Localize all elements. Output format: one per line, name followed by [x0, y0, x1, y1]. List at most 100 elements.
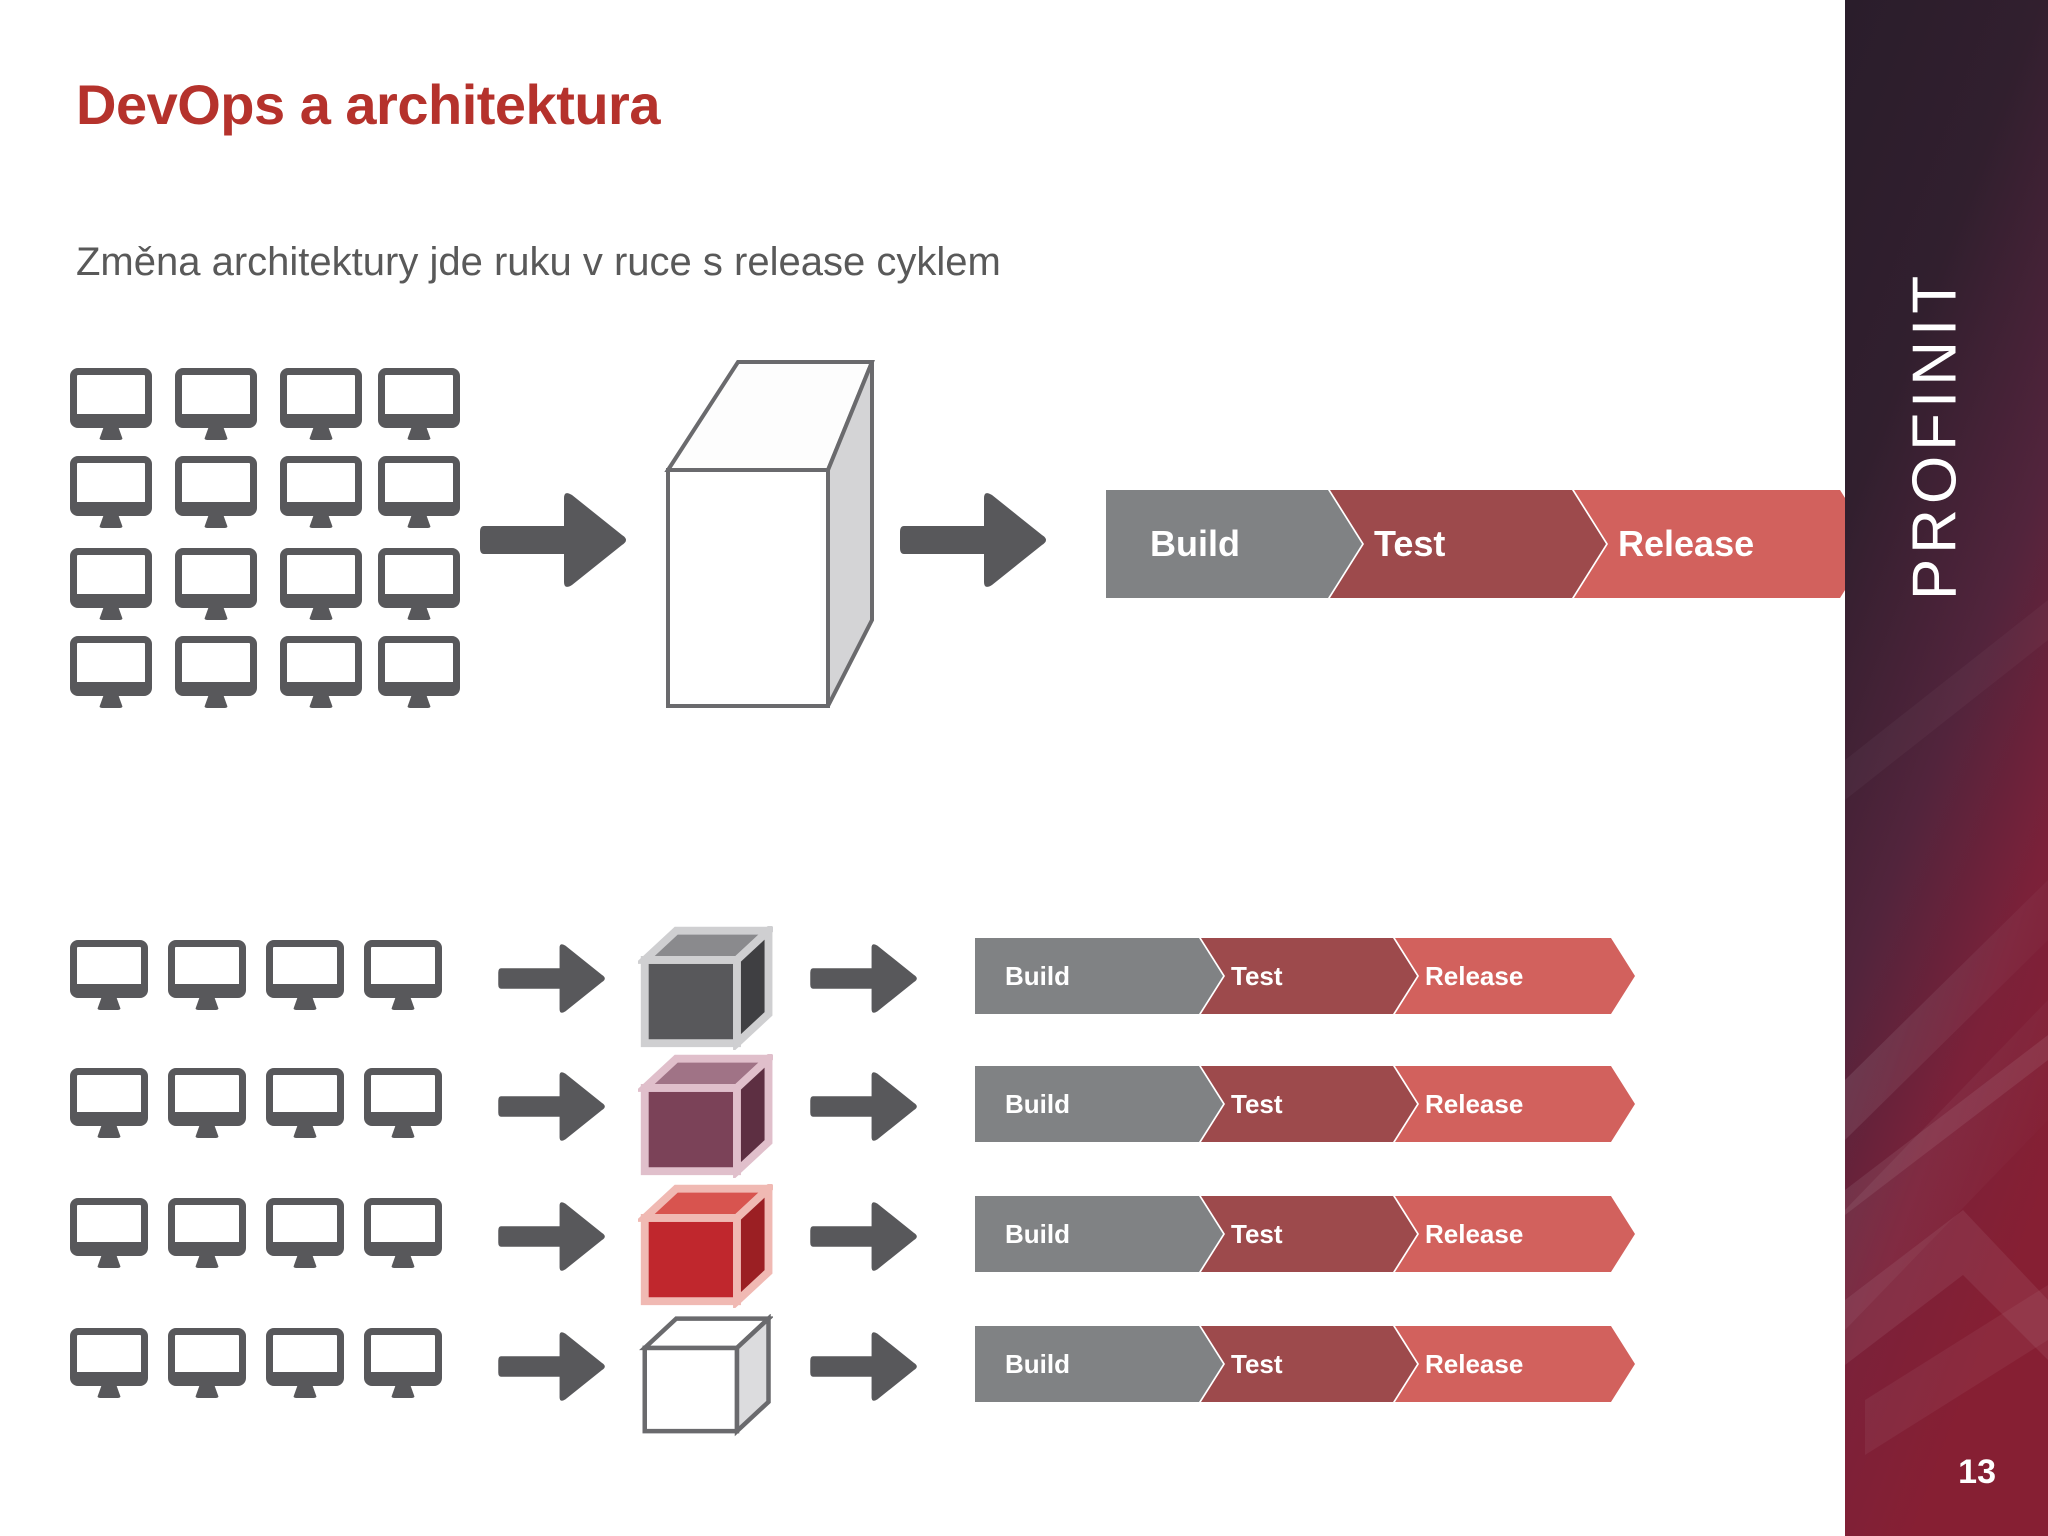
monitor-stand	[97, 1386, 121, 1398]
monitor-base-bar	[180, 682, 252, 696]
pipeline-stage-release[interactable]: Release	[1395, 1326, 1635, 1402]
monitor-stand	[97, 1126, 121, 1138]
monitor-stand	[293, 998, 317, 1010]
architecture-row: Build Test Release	[0, 1184, 1845, 1308]
monitor-base-bar	[383, 594, 455, 608]
monitor-icon	[168, 1198, 246, 1268]
pipeline-stage-release[interactable]: Release	[1574, 490, 1874, 598]
monitor-base-bar	[369, 1372, 437, 1386]
monitor-stand	[99, 516, 123, 528]
monitor-icon	[364, 1068, 442, 1138]
page-number: 13	[1958, 1453, 1996, 1491]
monitor-stand	[309, 608, 333, 620]
pipeline-stage-test[interactable]: Test	[1201, 1326, 1417, 1402]
monitor-stand	[99, 608, 123, 620]
arrow-icon-row-left	[498, 1070, 608, 1143]
monitor-base-bar	[180, 594, 252, 608]
monitor-stand	[99, 428, 123, 440]
monitor-icon	[280, 368, 362, 440]
pipeline-stage-label: Build	[1005, 1348, 1070, 1379]
pipeline-stage-build[interactable]: Build	[975, 1066, 1223, 1142]
arrow-icon-top-1	[480, 490, 630, 590]
monitor-icon	[70, 456, 152, 528]
monitor-icon	[280, 636, 362, 708]
monitor-base-bar	[75, 414, 147, 428]
monitor-stand	[195, 1126, 219, 1138]
brand-sidebar: PROFINIT 13	[1845, 0, 2048, 1536]
monitor-icon	[266, 1328, 344, 1398]
monitor-icon	[378, 368, 460, 440]
pipeline-stage-build[interactable]: Build	[975, 938, 1223, 1014]
pipeline-stage-label: Build	[1005, 1218, 1070, 1249]
pipeline-stage-build[interactable]: Build	[1106, 490, 1362, 598]
brand-name: PROFINIT	[1900, 270, 1970, 601]
pipeline-stage-release[interactable]: Release	[1395, 1196, 1635, 1272]
architecture-row: Build Test Release	[0, 1314, 1845, 1438]
arrow-icon-top-2	[900, 490, 1050, 590]
pipeline-stage-label: Build	[1150, 523, 1240, 564]
monitor-icon	[168, 940, 246, 1010]
pipeline-stage-test[interactable]: Test	[1201, 1196, 1417, 1272]
pipeline-stage-test[interactable]: Test	[1201, 938, 1417, 1014]
monitor-icon	[70, 1328, 148, 1398]
monitor-base-bar	[75, 682, 147, 696]
monitor-icon	[266, 1068, 344, 1138]
pipeline-stage-label: Test	[1231, 960, 1283, 991]
pipeline-stage-release[interactable]: Release	[1395, 938, 1635, 1014]
pipeline-stage-release[interactable]: Release	[1395, 1066, 1635, 1142]
monitor-stand	[97, 998, 121, 1010]
pipeline-top: Build Test Release	[1106, 490, 1874, 598]
monitor-icon	[70, 636, 152, 708]
monitor-icon	[70, 940, 148, 1010]
pipeline-stage-test[interactable]: Test	[1330, 490, 1606, 598]
pipeline-row: Build Test Release	[975, 938, 1705, 1014]
arrow-icon-row-left	[498, 1330, 608, 1403]
monitor-stand	[195, 998, 219, 1010]
monitor-base-bar	[285, 594, 357, 608]
monitor-base-bar	[285, 502, 357, 516]
monitor-base-bar	[75, 594, 147, 608]
monitor-base-bar	[271, 984, 339, 998]
monitor-icon	[70, 1068, 148, 1138]
monitor-stand	[204, 516, 228, 528]
monitor-stand	[204, 696, 228, 708]
monitor-base-bar	[285, 682, 357, 696]
pipeline-stage-test[interactable]: Test	[1201, 1066, 1417, 1142]
arrow-icon-row-left	[498, 1200, 608, 1273]
cube-red-icon	[638, 1184, 773, 1308]
monitor-icon	[364, 940, 442, 1010]
monitor-icon	[70, 368, 152, 440]
monitor-stand	[391, 1256, 415, 1268]
page-title: DevOps a architektura	[76, 73, 660, 136]
monitor-icon	[378, 636, 460, 708]
monitor-stand	[195, 1256, 219, 1268]
monitor-base-bar	[75, 1242, 143, 1256]
pipeline-stage-label: Release	[1618, 523, 1755, 564]
monitor-base-bar	[75, 1372, 143, 1386]
monitor-base-bar	[173, 1112, 241, 1126]
pipeline-stage-label: Test	[1231, 1348, 1283, 1379]
pipeline-stage-build[interactable]: Build	[975, 1326, 1223, 1402]
monitor-icon	[175, 368, 257, 440]
pipeline-stage-label: Test	[1231, 1218, 1283, 1249]
arrow-icon-row-right	[810, 942, 920, 1015]
pipeline-stage-label: Release	[1425, 1218, 1524, 1249]
cube-white-icon	[638, 1314, 773, 1438]
monitor-stand	[195, 1386, 219, 1398]
arrow-icon-row-left	[498, 942, 608, 1015]
monitor-stand	[97, 1256, 121, 1268]
monitor-icon	[175, 456, 257, 528]
monitor-grid-top	[70, 368, 460, 708]
monitor-icon	[280, 456, 362, 528]
monitor-base-bar	[75, 984, 143, 998]
monitor-stand	[407, 516, 431, 528]
monitor-icon	[70, 1198, 148, 1268]
pipeline-row: Build Test Release	[975, 1326, 1705, 1402]
monitor-base-bar	[271, 1112, 339, 1126]
pipeline-stage-build[interactable]: Build	[975, 1196, 1223, 1272]
monitor-stand	[309, 696, 333, 708]
